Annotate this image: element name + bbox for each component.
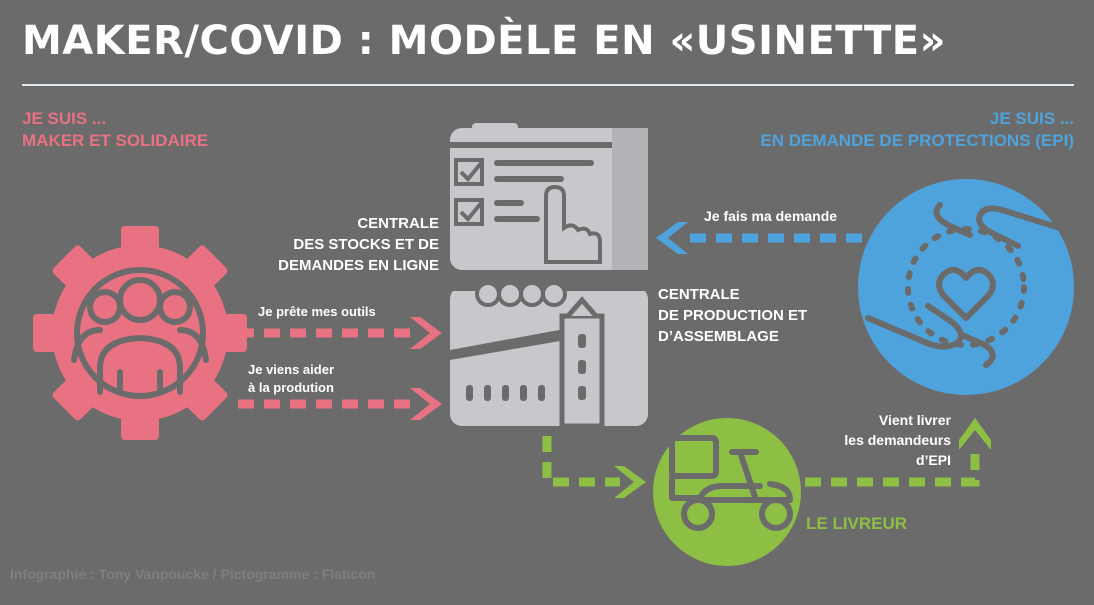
scooter-icon: [653, 418, 801, 566]
arrow-livrer-label: Vient livrer les demandeurs d’EPI: [844, 410, 951, 470]
arrow-aider-label: Je viens aider à la prodution: [248, 361, 334, 397]
page-title: MAKER/COVID : MODÈLE EN «USINETTE»: [22, 18, 946, 64]
arrow-aider-line1: Je viens aider: [248, 362, 334, 377]
arrow-livrer-line1: Vient livrer: [878, 412, 951, 428]
centrale-stocks-line3: DEMANDES EN LIGNE: [278, 257, 439, 274]
centrale-stocks-line2: DES STOCKS ET DE: [293, 236, 439, 253]
hands-heart-icon: [858, 179, 1074, 395]
arrow-aider-line2: à la prodution: [248, 380, 334, 395]
people-gear-icon: [33, 226, 247, 440]
centrale-production-line1: CENTRALE: [658, 286, 740, 303]
demandeur-line1: JE SUIS ...: [989, 109, 1074, 128]
credit-footer: Infographie : Tony Vanpoucke / Pictogram…: [10, 566, 376, 582]
demandeur-line2: EN DEMANDE DE PROTECTIONS (EPI): [760, 131, 1074, 150]
arrow-demande: [656, 222, 866, 254]
title-divider: [22, 84, 1074, 86]
centrale-production-label: CENTRALE DE PRODUCTION ET D’ASSEMBLAGE: [658, 284, 807, 347]
livreur-label: LE LIVREUR: [806, 514, 908, 533]
arrow-outils-label: Je prête mes outils: [258, 304, 376, 319]
centrale-production-line3: D’ASSEMBLAGE: [658, 328, 779, 345]
arrow-demande-label: Je fais ma demande: [704, 208, 838, 224]
arrow-outils: [238, 317, 442, 349]
maker-line1: JE SUIS ...: [22, 109, 107, 128]
checklist-touch-icon: [450, 123, 648, 270]
factory-icon: [450, 281, 648, 429]
arrow-livrer-line3: d’EPI: [915, 452, 951, 468]
maker-heading: JE SUIS ... MAKER ET SOLIDAIRE: [22, 108, 208, 152]
arrow-aider: [238, 388, 442, 420]
arrow-livraison: [542, 436, 646, 498]
centrale-production-line2: DE PRODUCTION ET: [658, 307, 808, 324]
arrow-livrer-line2: les demandeurs: [844, 432, 951, 448]
centrale-stocks-line1: CENTRALE: [357, 215, 439, 232]
maker-line2: MAKER ET SOLIDAIRE: [22, 131, 209, 150]
centrale-stocks-label: CENTRALE DES STOCKS ET DE DEMANDES EN LI…: [278, 213, 439, 276]
arrow-livrer: [805, 418, 991, 487]
demandeur-heading: JE SUIS ... EN DEMANDE DE PROTECTIONS (E…: [760, 108, 1074, 152]
